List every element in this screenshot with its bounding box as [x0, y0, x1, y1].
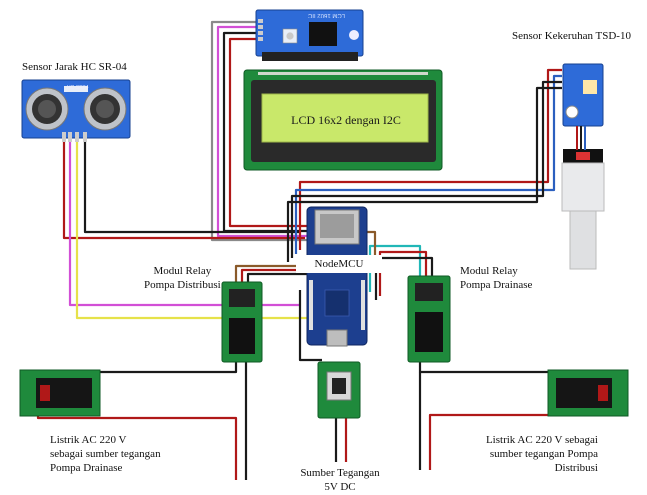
wire-i2c-magenta	[216, 25, 312, 238]
hc-sr04-sensor	[21, 79, 131, 142]
label-ac-left-line1: Listrik AC 220 V	[50, 434, 127, 446]
lcd-module	[243, 69, 443, 171]
label-ac-left-line2: sebagai sumber tegangan	[50, 448, 161, 460]
wire-power-up	[298, 290, 322, 362]
wire-i2c-red	[228, 37, 318, 228]
label-ac-right-line1: Listrik AC 220 V sebagai	[485, 434, 598, 446]
relay-right	[407, 275, 451, 363]
label-relay-left-line1: Modul Relay	[153, 265, 212, 277]
wire-relay-right-vcc	[378, 250, 428, 296]
i2c-header-pins	[258, 19, 263, 41]
wire-tsd-3	[290, 80, 562, 258]
ac-jack-left	[19, 369, 101, 417]
label-relay-right-line2: Pompa Drainase	[460, 279, 533, 291]
label-power: Sumber Tegangan 5V DC	[290, 466, 390, 494]
nodemcu-pins-left	[309, 280, 313, 330]
label-relay-right-line1: Modul Relay	[460, 265, 518, 277]
lcd-display-text: LCD 16x2 dengan I2C	[291, 113, 401, 127]
label-ultrasonic: Sensor Jarak HC SR-04	[22, 61, 127, 73]
wire-tsd-2	[294, 74, 562, 254]
wire-relay-right-gnd	[374, 256, 434, 300]
label-ac-right-line3: Distribusi	[554, 462, 598, 474]
label-relay-right: Modul Relay Pompa Drainase	[460, 264, 532, 292]
wire-hc-vcc	[62, 140, 305, 240]
i2c-board-mark: LCM 1602 IIC	[308, 12, 346, 18]
ac-jack-right	[547, 369, 629, 417]
label-power-line1: Sumber Tegangan	[300, 467, 380, 479]
nodemcu-pins-right	[361, 280, 365, 330]
label-nodemcu: NodeMCU	[296, 255, 382, 273]
turbidity-sensor	[561, 63, 605, 270]
label-ac-left: Listrik AC 220 V sebagai sumber tegangan…	[50, 433, 161, 475]
power-supply-module	[317, 361, 361, 419]
label-relay-left-line2: Pompa Distribusi	[144, 279, 221, 291]
hc-pins	[62, 132, 87, 142]
i2c-backpack	[255, 9, 364, 61]
hc-board-mark: HC-SR04	[67, 85, 89, 91]
label-ac-left-line3: Pompa Drainase	[50, 462, 123, 474]
label-power-line2: 5V DC	[324, 481, 356, 493]
wire-tsd-4	[286, 86, 562, 262]
nodemcu-board	[306, 206, 368, 347]
wire-hc-gnd	[83, 140, 300, 234]
label-ac-right: Listrik AC 220 V sebagai sumber tegangan…	[478, 433, 598, 475]
wire-i2c-gray	[210, 20, 310, 242]
lcd-top-pins	[258, 72, 428, 75]
label-relay-left: Modul Relay Pompa Distribusi	[144, 264, 221, 292]
wire-relay-left-signal	[234, 264, 304, 288]
label-ac-right-line2: sumber tegangan Pompa	[489, 448, 598, 460]
wire-tsd-1	[298, 68, 562, 250]
relay-left	[221, 281, 263, 363]
label-turbidity: Sensor Kekeruhan TSD-10	[512, 30, 631, 42]
